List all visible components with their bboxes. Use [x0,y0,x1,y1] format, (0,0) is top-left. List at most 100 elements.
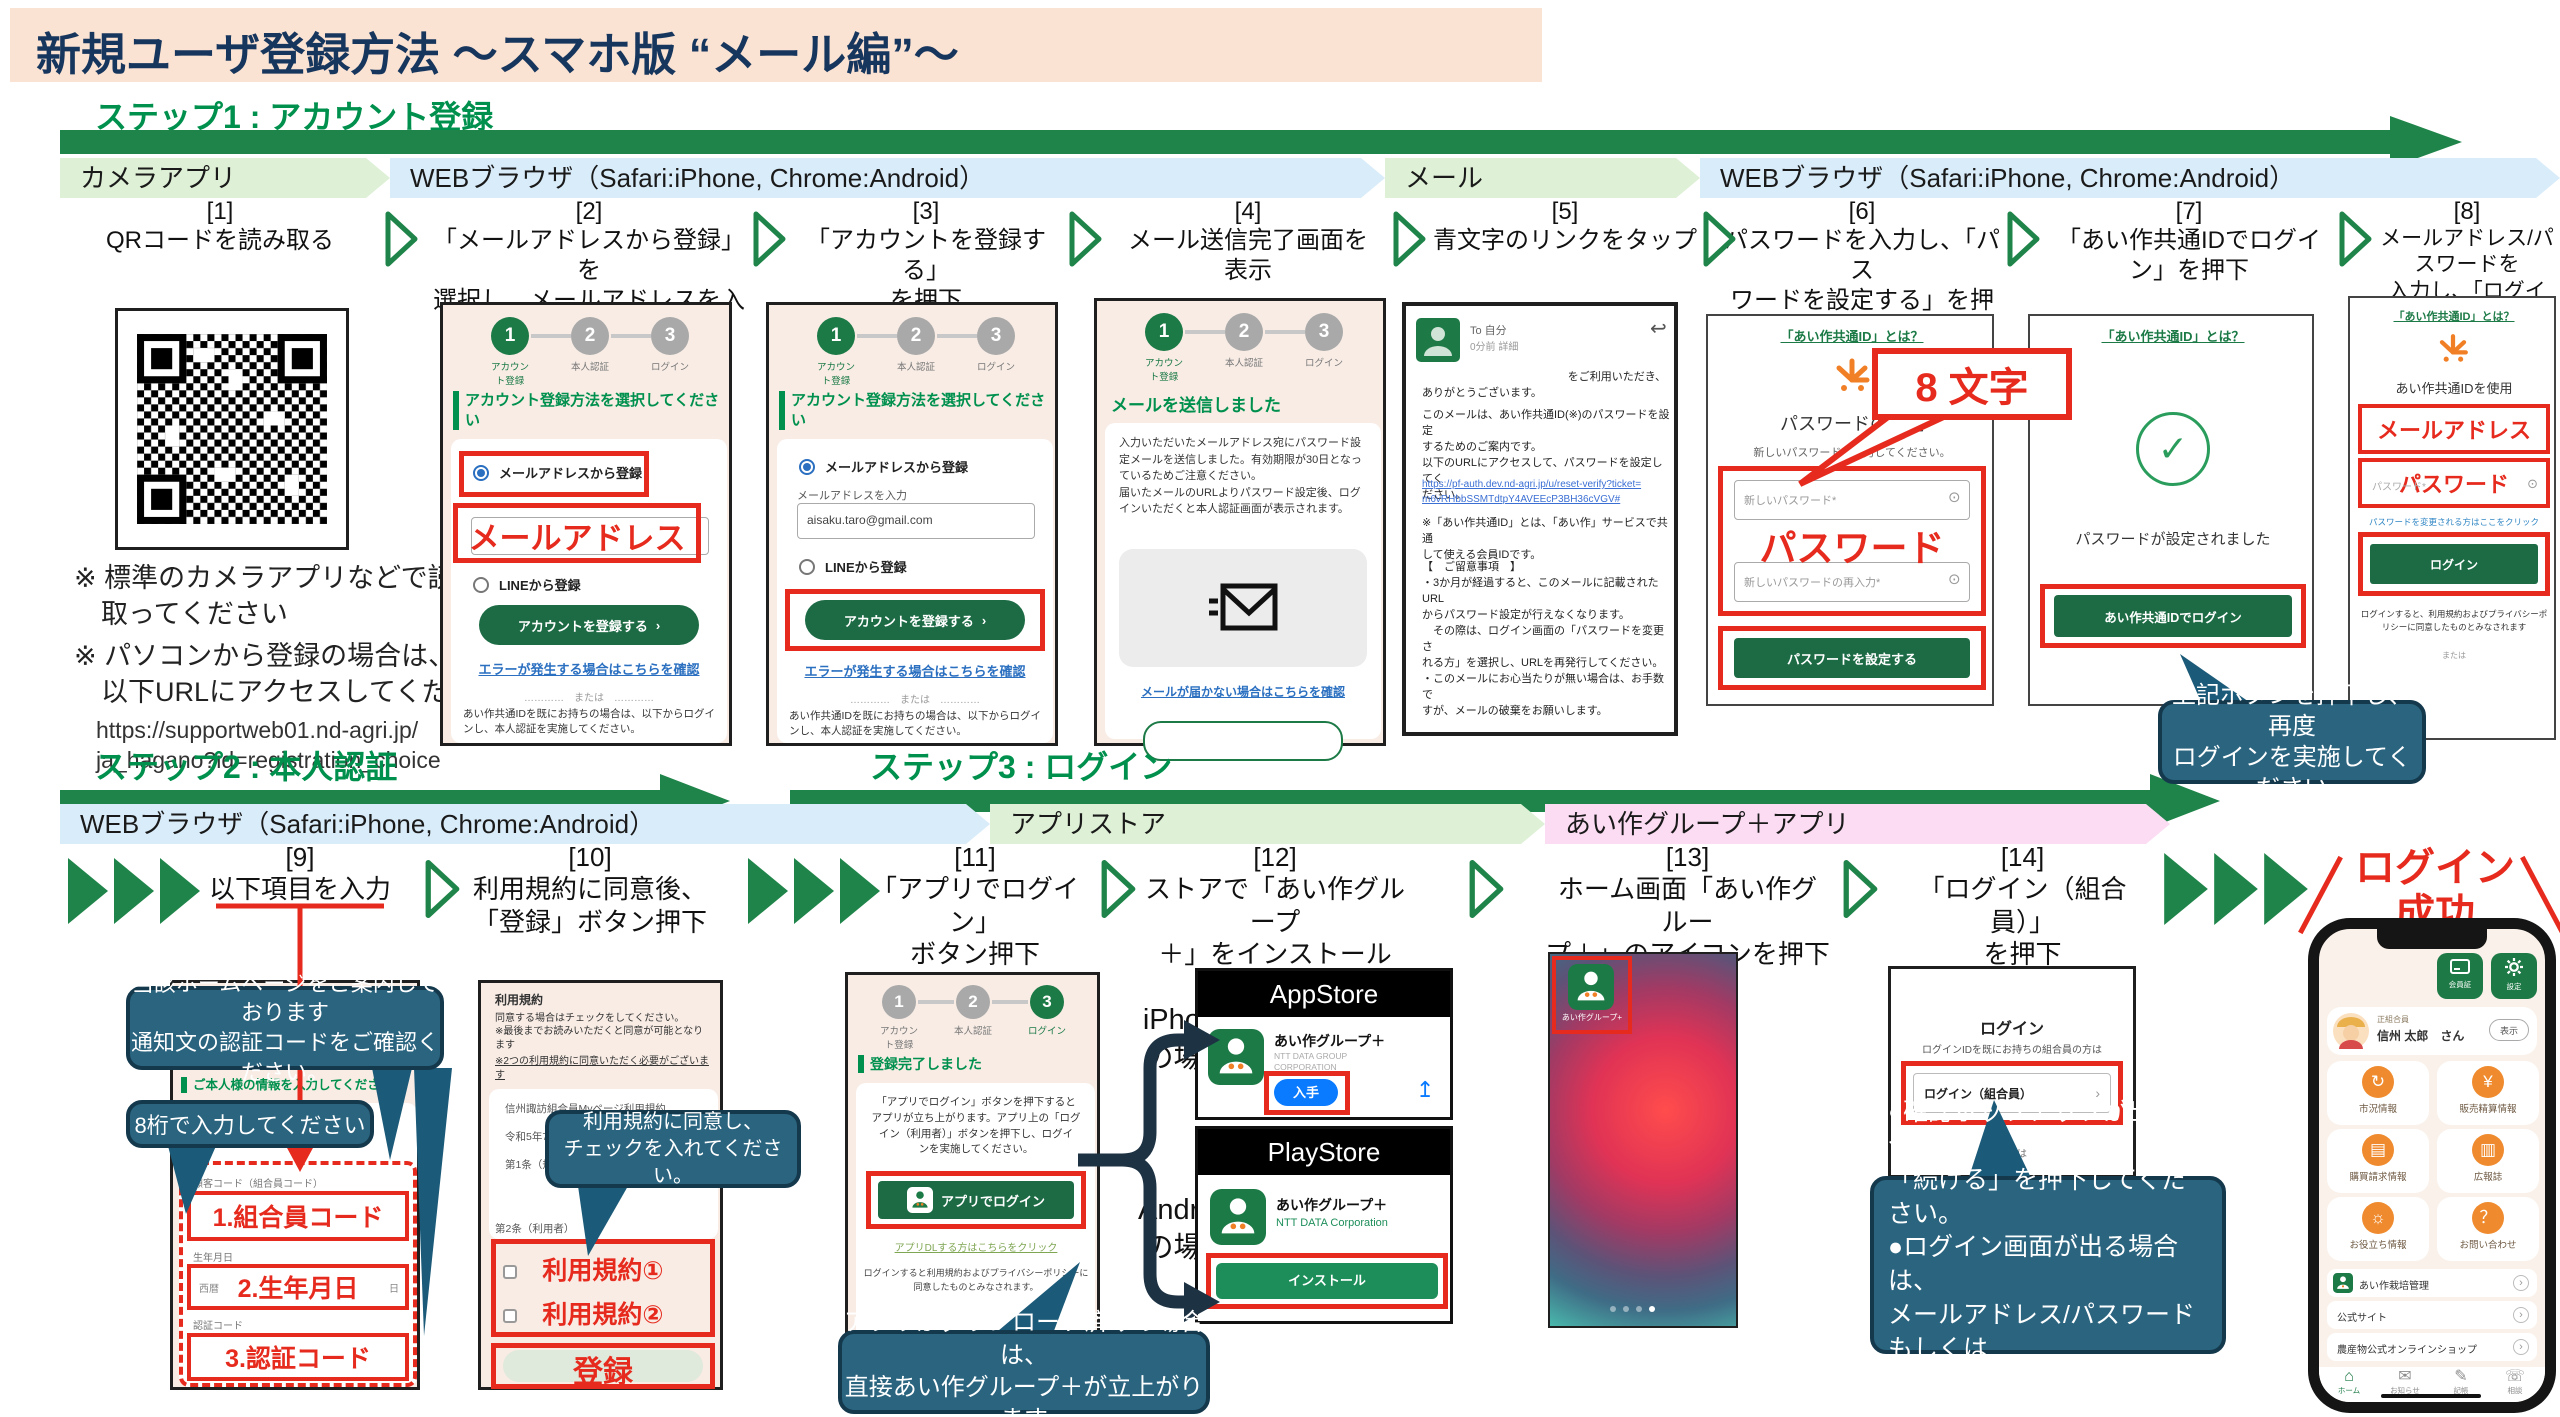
radio-email[interactable] [473,465,489,481]
stepper-label3: ログイン [650,362,689,373]
terms-agree-callout: 利用規約に同意し、 チェックを入れてください。 [545,1110,801,1188]
common-id-link[interactable]: 「あい作共通ID」とは？ [2101,329,2245,344]
reply-icon[interactable]: ↩ [1650,318,1667,340]
terms2-checkbox[interactable] [503,1309,517,1323]
error-help-link[interactable]: エラーが発生する場合はこちらを確認 [804,664,1026,679]
form-card [451,439,727,743]
settings-button[interactable]: 設定 [2491,953,2537,999]
stepper-line [857,334,897,338]
annotation-box-install [1206,1253,1448,1309]
home-card-kobai[interactable]: ▤購買請求情報 [2327,1129,2429,1193]
register-account-button[interactable]: アカウントを登録する› [479,605,699,645]
radio-line[interactable] [799,559,815,575]
appstore-header: AppStore [1198,971,1450,1017]
password-placeholder: パスワード* [2372,482,2426,493]
title-banner [10,8,1542,82]
change-password-link[interactable]: パスワードを変更される方はここをクリック [2368,517,2539,527]
app-icon-label: あい作グループ+ [1561,1013,1623,1022]
stepper-label2: 本人認証 [1224,358,1263,369]
app-icon[interactable] [1568,964,1614,1015]
annotation-box-register [491,1343,715,1389]
flow-arrow-filled-icon [158,856,202,931]
home-indicator [2381,1394,2481,1398]
flow-step-3: [3]「アカウントを登録する」 を押下 [806,198,1046,314]
terms1-checkbox[interactable] [503,1265,517,1279]
stepper-step1: 1 [491,317,529,355]
radio-email-label[interactable]: メールアドレスから登録 [825,460,969,475]
home-card-hanbai[interactable]: ¥販売精算情報 [2437,1061,2539,1125]
stepper-line [1265,330,1305,334]
share-icon[interactable]: ↥ [1416,1077,1435,1102]
home-card-oyakudachi[interactable]: ☼お役立ち情報 [2327,1197,2429,1261]
eye-icon[interactable]: ⊙ [1948,571,1961,588]
home-card-koho[interactable]: ▥広報誌 [2437,1129,2539,1193]
step1-bar [60,130,2390,154]
show-button[interactable]: 表示 [2489,1019,2529,1041]
member-card-button[interactable]: 会員証 [2437,953,2483,999]
mail-help-link[interactable]: メールが届かない場合はこちらを確認 [1140,685,1345,699]
mail-to: To 自分 [1470,325,1507,337]
page-dots [1610,1306,1655,1312]
phone-notch [2377,929,2487,949]
eye-icon[interactable]: ⊙ [1948,489,1961,506]
list-item-site[interactable]: 公式サイト › [2327,1301,2537,1329]
radio-email[interactable] [799,459,815,475]
home-card-inquiry[interactable]: ？お問い合わせ [2437,1197,2539,1261]
aisaku-logo-icon [2436,332,2470,371]
email-input[interactable] [797,503,1035,539]
login-button[interactable]: ログイン [2370,544,2538,584]
list-item-saibai[interactable]: あい作栽培管理 › [2327,1269,2537,1297]
email-input-label: メールアドレスを入力 [797,490,907,502]
app-dl-link[interactable]: アプリDLする方はこちらをクリック [894,1243,1058,1254]
annotation-register-overlay: 登録 [573,1356,633,1389]
register-account-button[interactable]: アカウントを登録する› [805,600,1025,640]
flow-step-10: [10]利用規約に同意後、 「登録」ボタン押下 [472,842,707,937]
app-icon [1210,1189,1266,1250]
member-code-field[interactable]: 1.組合員コード [187,1191,409,1241]
invoice-icon: ▤ [2362,1134,2394,1166]
stepper-line [611,334,651,338]
email-input[interactable] [471,517,709,555]
qr-code [115,308,349,550]
nav-note[interactable]: ✎記帳 [2433,1369,2489,1396]
get-button[interactable]: 入手 [1274,1079,1338,1106]
or-divider: ………… または ………… [524,693,654,704]
flow-arrow-icon [752,210,788,273]
eye-icon[interactable]: ⊙ [2527,476,2538,491]
install-button[interactable]: インストール [1216,1263,1438,1299]
auth-code-field[interactable]: 3.認証コード [187,1333,409,1381]
retype-password-input[interactable] [1734,562,1970,602]
stepper-step1: 1 [882,985,916,1019]
common-id-login-button[interactable]: あい作共通IDでログイン [2054,595,2292,637]
register-button[interactable] [503,1350,703,1382]
annotation-password-overlay: パスワード [1759,528,1945,569]
lane-web-browser-1: WEBブラウザ（Safari:iPhone, Chrome:Android） [390,158,1385,198]
radio-line[interactable] [473,577,489,593]
home-card-shikyo[interactable]: ↻市況情報 [2327,1061,2429,1125]
nav-home[interactable]: ⌂ホーム [2321,1369,2377,1396]
nav-news[interactable]: ✉お知らせ [2377,1369,2433,1396]
annotation-email-overlay: メールアドレス [468,521,686,556]
app-name: あい作グループ＋ [1276,1197,1388,1213]
lane-mail: メール [1385,158,1700,198]
terms-title: 利用規約 [495,993,544,1007]
list-item-shop[interactable]: 農産物公式オンラインショップ › [2327,1333,2537,1361]
set-password-button[interactable]: パスワードを設定する [1734,638,1970,678]
lane-app-store: アプリストア [990,804,1545,844]
common-id-link[interactable]: 「あい作共通ID」とは？ [1780,329,1924,344]
radio-line-label[interactable]: LINEから登録 [825,560,907,575]
mail-meta[interactable]: 0分前 詳細 [1470,342,1519,353]
or-divider: ………… または ………… [850,695,980,706]
radio-line-label[interactable]: LINEから登録 [499,578,581,593]
annotation-terms2-overlay: 利用規約② [542,1301,664,1329]
error-help-link[interactable]: エラーが発生する場合はこちらを確認 [478,662,700,677]
app-downloaded-callout: アプリがダウンロード済みの場合は、 直接あい作グループ＋が立上がります [838,1309,1210,1417]
app-login-button[interactable]: アプリでログイン [878,1181,1074,1219]
common-id-link[interactable]: 「あい作共通ID」とは？ [2393,311,2515,323]
new-password-placeholder: 新しいパスワード* [1744,495,1837,507]
mail-reset-url[interactable]: https://pf-auth.dev.nd-agri.jp/u/reset-v… [1422,479,1642,505]
radio-email-label[interactable]: メールアドレスから登録 [499,466,643,481]
qr-note-2: ※ パソコンから登録の場合は、 以下URLにアクセスしてください [74,641,504,708]
nav-chat[interactable]: ☏相談 [2487,1369,2543,1396]
